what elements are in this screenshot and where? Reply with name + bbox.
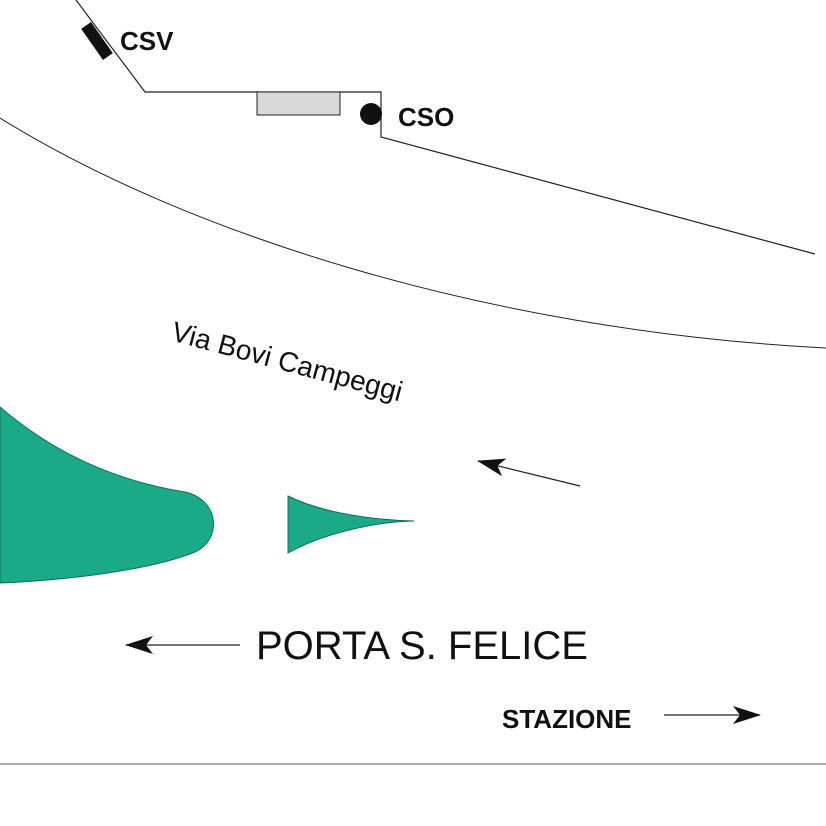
street-label: Via Bovi Campeggi <box>168 316 406 407</box>
cso-marker <box>360 103 382 125</box>
traffic-arrow <box>477 458 581 487</box>
stazione-label: STAZIONE <box>502 704 632 734</box>
csv-marker <box>81 21 113 61</box>
cso-label: CSO <box>398 102 454 132</box>
porta-label: PORTA S. FELICE <box>256 624 588 668</box>
traffic-island-large <box>0 406 214 584</box>
building-block <box>256 91 341 116</box>
traffic-island-small <box>287 495 415 554</box>
building-outline <box>75 0 816 255</box>
csv-label: CSV <box>120 26 174 56</box>
road-curve <box>0 117 826 349</box>
